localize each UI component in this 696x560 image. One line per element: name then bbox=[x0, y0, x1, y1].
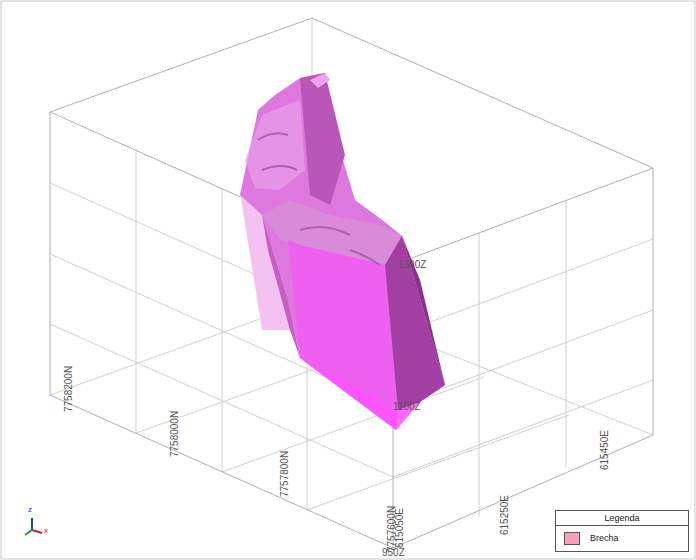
coordinate-label: 7758200N bbox=[64, 366, 74, 412]
coordinate-label: 615250E bbox=[500, 495, 510, 535]
axis-letter: z bbox=[28, 506, 32, 514]
coordinate-label: 615450E bbox=[600, 430, 610, 470]
legend-heading: Legenda bbox=[556, 513, 688, 526]
legend-text: Brecha bbox=[590, 533, 619, 543]
coordinate-label: 7758000N bbox=[170, 411, 180, 457]
legend-swatch bbox=[564, 532, 580, 545]
coordinate-label: 615050E bbox=[395, 508, 405, 548]
coordinate-label: 1300Z bbox=[398, 260, 426, 270]
coordinate-label: 950Z bbox=[382, 548, 405, 558]
axis-letter: x bbox=[44, 527, 48, 535]
legend-box: LegendaBrecha bbox=[555, 510, 689, 552]
coordinate-label: 7757800N bbox=[280, 451, 290, 497]
coordinate-label: 1100Z bbox=[393, 402, 421, 412]
